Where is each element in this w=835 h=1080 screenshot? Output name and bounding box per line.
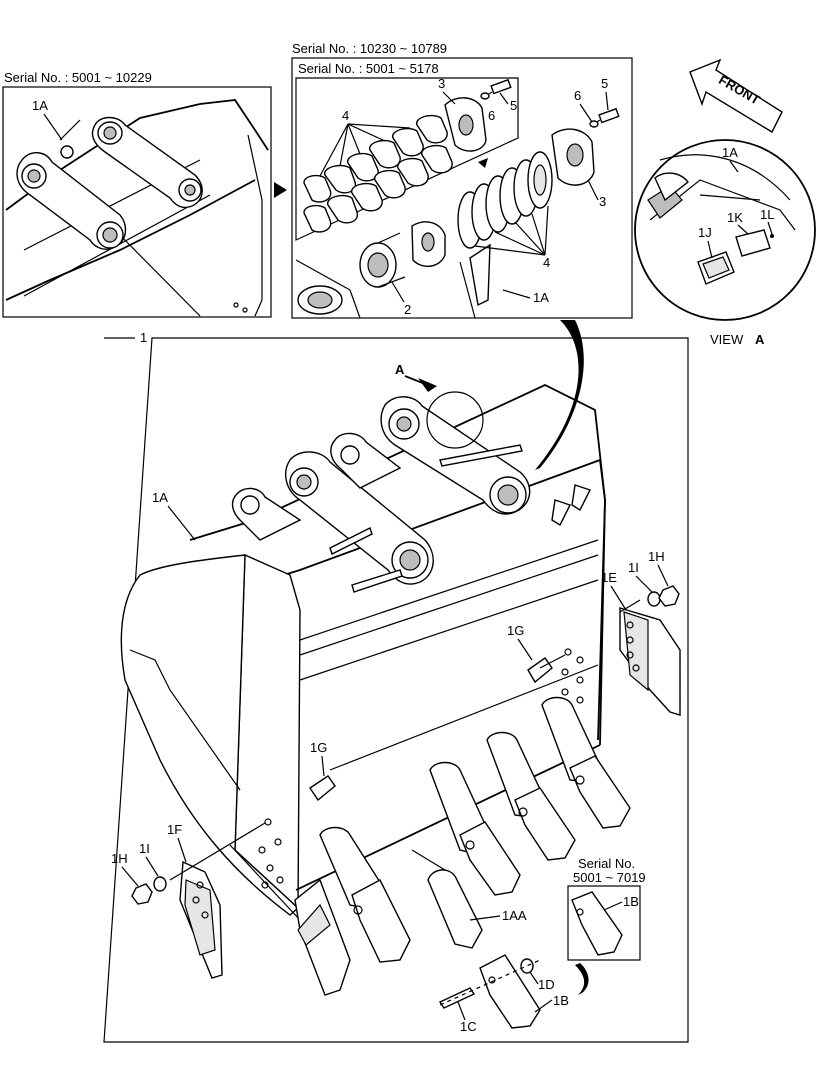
m-callout-1G-left: 1G [310,740,327,755]
arrow-a-label: A [395,362,405,377]
va-callout-1A: 1A [722,145,738,160]
washer-1I-right [647,591,661,607]
tl-callout-1A: 1A [32,98,48,113]
exploded-tooth [411,849,541,1029]
inner-serial-frame [295,77,519,241]
panel-serial-10230-10789: Serial No. : 10230 ~ 10789 Serial No. : … [291,41,633,319]
m-callout-1AA: 1AA [502,908,527,923]
m-callout-1C: 1C [460,1019,477,1034]
callout-6b: 6 [574,88,581,103]
bucket-teeth [294,696,631,996]
left-side-hardware [131,775,336,979]
panel-serial-5001-10229: Serial No. : 5001 ~ 10229 1A [2,70,272,318]
callout-swoosh [535,320,584,470]
m-callout-1D: 1D [538,977,555,992]
boss-plate-rear-right [330,432,402,489]
inset-serial-5001-7019: Serial No. 5001 ~ 7019 1B [567,856,646,995]
bolt-1G-left [309,775,336,802]
m-callout-1G-right: 1G [507,623,524,638]
m-callout-1H-left: 1H [111,851,128,866]
main-bucket-assembly: 1 [103,320,689,1043]
nut-1H-right [658,585,680,607]
top-mid-serial-inner-label: Serial No. : 5001 ~ 5178 [298,61,439,76]
nut-1H-left [131,883,153,905]
view-letter: A [755,332,765,347]
main-panel-frame [103,337,689,1043]
inset-serial-line1: Serial No. [578,856,635,871]
arrow-right-icon [274,182,287,198]
view-a-detail: 1A 1K 1L 1J VIEW A [634,139,816,347]
top-left-panel-frame [2,86,272,318]
bolt-lower [589,107,620,128]
va-callout-1K: 1K [727,210,743,225]
inset-serial-line2: 5001 ~ 7019 [573,870,646,885]
m-callout-1I-right: 1I [628,560,639,575]
bolt-upper [480,78,512,100]
callout-4a: 4 [342,108,349,123]
view-label: VIEW [710,332,744,347]
right-side-hardware [527,585,681,716]
callout-3a: 3 [438,76,445,91]
top-left-serial-label: Serial No. : 5001 ~ 10229 [4,70,152,85]
callout-3b: 3 [599,194,606,209]
main-label: 1 [140,330,147,345]
left-side-plate [234,553,301,910]
rivet-1L [770,234,774,238]
boss-plate-front-right [380,396,531,515]
shim-set-upper [303,114,453,233]
inset-callout-1B: 1B [623,894,639,909]
callout-tm-1A: 1A [533,290,549,305]
boss-plate-front-left [284,451,434,593]
m-callout-1H-right: 1H [648,549,665,564]
callout-4b: 4 [543,255,550,270]
inset-frame [567,885,641,961]
washer-1I-left [153,876,167,892]
m-callout-1A: 1A [152,490,168,505]
view-a-marker [426,391,484,449]
va-callout-1L: 1L [760,207,774,222]
top-mid-panel-frame [291,57,633,319]
front-arrow: FRONT [689,58,783,133]
boss-plate-rear-left [231,487,302,541]
callout-6a: 6 [488,108,495,123]
plate-1K [735,229,771,257]
m-callout-1I-left: 1I [139,841,150,856]
m-callout-1E: 1E [601,570,617,585]
callout-5a: 5 [510,98,517,113]
m-callout-1F: 1F [167,822,182,837]
callout-5b: 5 [601,76,608,91]
callout-2: 2 [404,302,411,317]
m-callout-1B: 1B [553,993,569,1008]
top-mid-serial-outer-label: Serial No. : 10230 ~ 10789 [292,41,447,56]
lower-shim-stack [457,151,553,249]
va-callout-1J: 1J [698,225,712,240]
bolt-1G-right [527,657,553,684]
